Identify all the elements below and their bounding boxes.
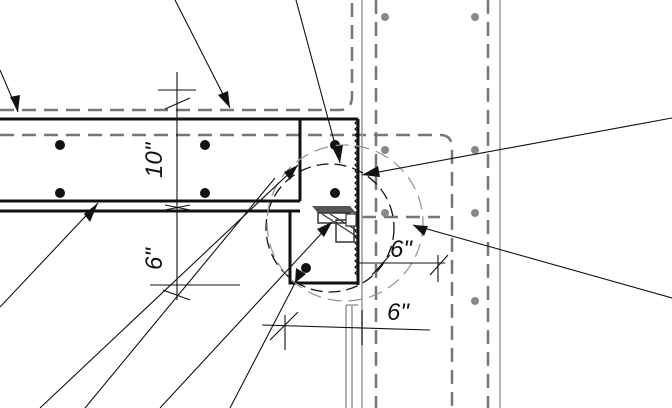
dim-text-wall-gap-lower: 6" — [387, 299, 410, 326]
bearing-plate — [312, 206, 357, 243]
arrow-icon — [295, 268, 306, 283]
rebar-dot — [200, 188, 210, 198]
wall-edges — [345, 0, 501, 408]
rebar-dot — [200, 140, 210, 150]
upper-slab-hidden-line — [0, 0, 354, 112]
detail-circles — [265, 144, 424, 302]
arrow-icon — [84, 203, 98, 222]
rebar-dot — [55, 140, 65, 150]
dim-text-beam-offset: 6" — [141, 247, 168, 270]
structure-lines — [0, 117, 360, 285]
arrow-icon — [317, 222, 332, 237]
outer-detail-circle — [266, 144, 424, 302]
arrow-icon — [332, 145, 343, 163]
rebar-dot — [301, 263, 311, 273]
arrow-icon — [218, 91, 230, 108]
wall-rebar-dots — [381, 13, 479, 305]
arrow-icon — [10, 95, 20, 112]
slab-top-hidden-line — [0, 133, 454, 408]
dimension-lines — [150, 72, 449, 350]
arrow-icon — [413, 225, 428, 236]
rebar-dots — [55, 140, 340, 273]
inner-detail-circle — [265, 163, 395, 293]
hidden-lines — [0, 0, 490, 408]
arrow-heads — [10, 91, 428, 283]
beam-outline — [288, 119, 358, 285]
dim-text-wall-gap-upper: 6" — [390, 236, 413, 263]
arrow-icon — [284, 165, 298, 180]
dim-text-slab-thickness: 10" — [141, 141, 168, 178]
rebar-dot — [55, 188, 65, 198]
rebar-dot — [330, 188, 340, 198]
arrow-icon — [362, 166, 380, 177]
